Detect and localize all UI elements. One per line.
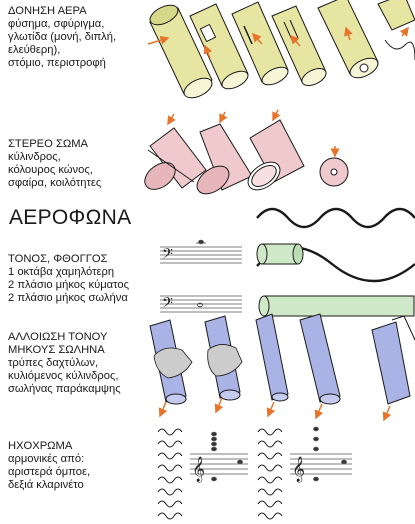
tube-arrows	[160, 398, 390, 420]
green-tubes	[257, 244, 414, 316]
slide-tube-2	[300, 314, 340, 404]
right-hand	[208, 344, 242, 376]
solid-arrows	[168, 110, 335, 156]
yellow-tube-row	[147, 0, 415, 102]
treble-clef-icon: 𝄞	[292, 456, 305, 482]
cone-shape	[192, 124, 252, 199]
bass-clef-icon: 𝄢	[162, 295, 173, 315]
short-wave	[257, 209, 415, 227]
rotating-tube	[378, 0, 415, 60]
slide-tube-1	[256, 314, 288, 401]
short-green-tube	[257, 244, 303, 264]
oboe-waveform	[158, 429, 182, 519]
bass-clef-icon: 𝄢	[162, 246, 173, 266]
cylinder-shape	[140, 128, 206, 195]
sphere-shape	[320, 158, 348, 186]
hands	[154, 344, 242, 378]
pink-solid-row	[140, 120, 348, 199]
cylinder-open-shape	[243, 120, 304, 195]
mouthpiece-tube	[318, 0, 381, 82]
long-green-tube	[259, 296, 414, 316]
bypass-tube	[372, 316, 415, 404]
clarinet-waveform	[258, 429, 282, 519]
treble-clef-icon: 𝄞	[192, 456, 205, 482]
